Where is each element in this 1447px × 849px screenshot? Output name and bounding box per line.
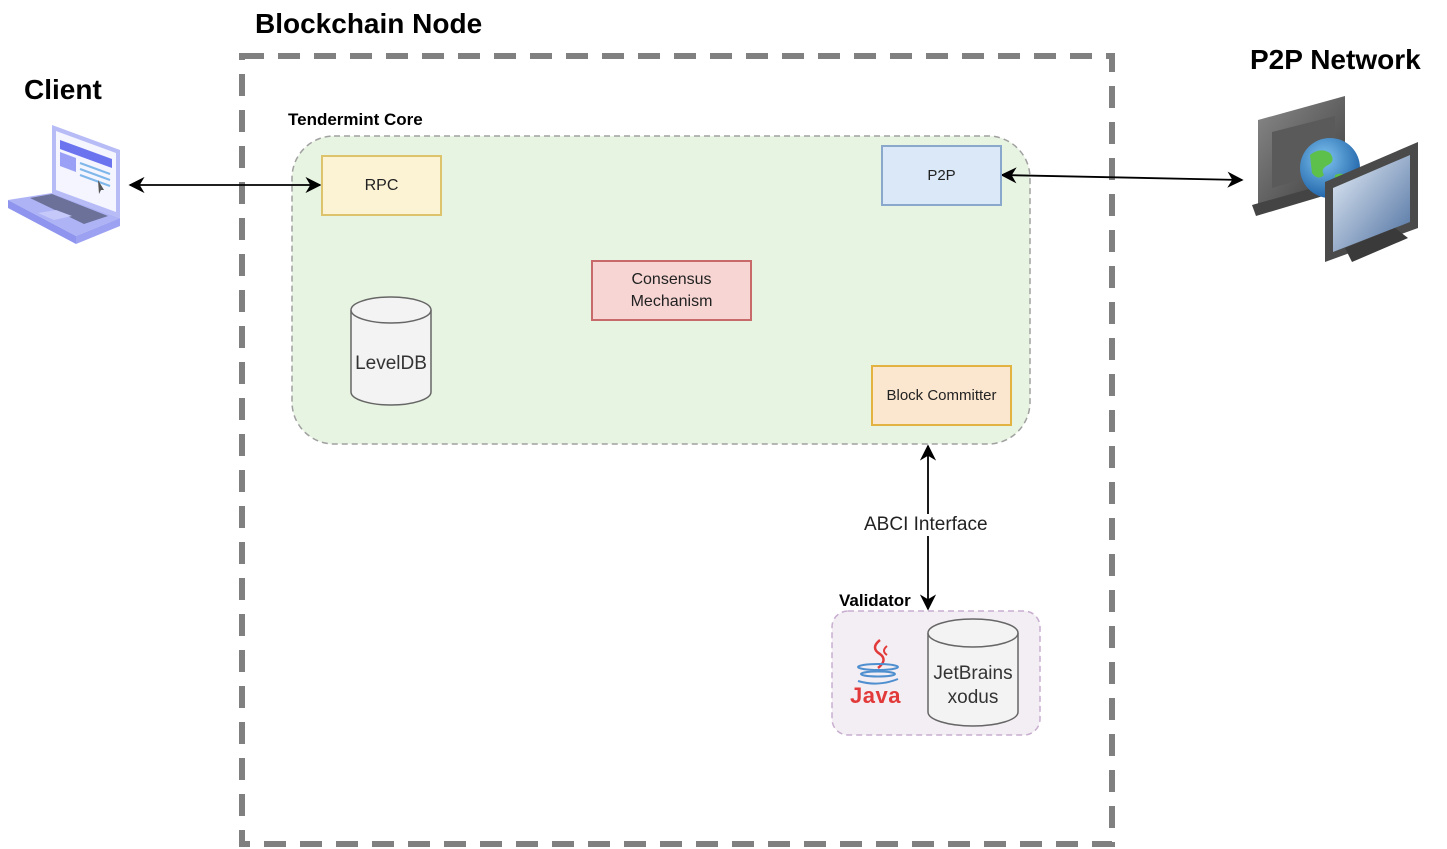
- xodus-text-line1: JetBrains: [933, 663, 1013, 684]
- tendermint-core-title: Tendermint Core: [288, 110, 423, 129]
- network-computers-globe-icon: [1252, 96, 1418, 262]
- client-title: Client: [24, 74, 102, 105]
- consensus-label-line1: Consensus: [631, 270, 712, 288]
- blockchain-node-container: [239, 53, 1115, 847]
- blockchain-node-title: Blockchain Node: [255, 8, 483, 39]
- consensus-mechanism-box[interactable]: Consensus Mechanism: [591, 260, 752, 321]
- validator-title: Validator: [839, 591, 911, 610]
- laptop-icon: [8, 125, 120, 244]
- leveldb-text: LevelDB: [355, 353, 427, 374]
- block-committer-box[interactable]: Block Committer: [871, 365, 1012, 426]
- xodus-cylinder: [927, 618, 1019, 727]
- p2p-network-connector: [1000, 167, 1244, 188]
- rpc-label: RPC: [364, 176, 399, 194]
- java-logo-icon: [857, 639, 899, 685]
- java-logo-text: Java: [850, 683, 901, 708]
- leveldb-cylinder: [350, 296, 432, 406]
- xodus-text-line2: xodus: [947, 687, 999, 708]
- xodus-label: JetBrains xodus: [926, 660, 1020, 712]
- p2p-label: P2P: [927, 166, 956, 184]
- p2p-network-title: P2P Network: [1250, 44, 1421, 75]
- rpc-box[interactable]: RPC: [321, 155, 442, 216]
- p2p-box[interactable]: P2P: [881, 145, 1002, 206]
- abci-interface-label: ABCI Interface: [862, 514, 990, 536]
- block-committer-label: Block Committer: [886, 386, 997, 404]
- leveldb-label: LevelDB: [351, 340, 431, 388]
- consensus-label-line2: Mechanism: [630, 292, 713, 310]
